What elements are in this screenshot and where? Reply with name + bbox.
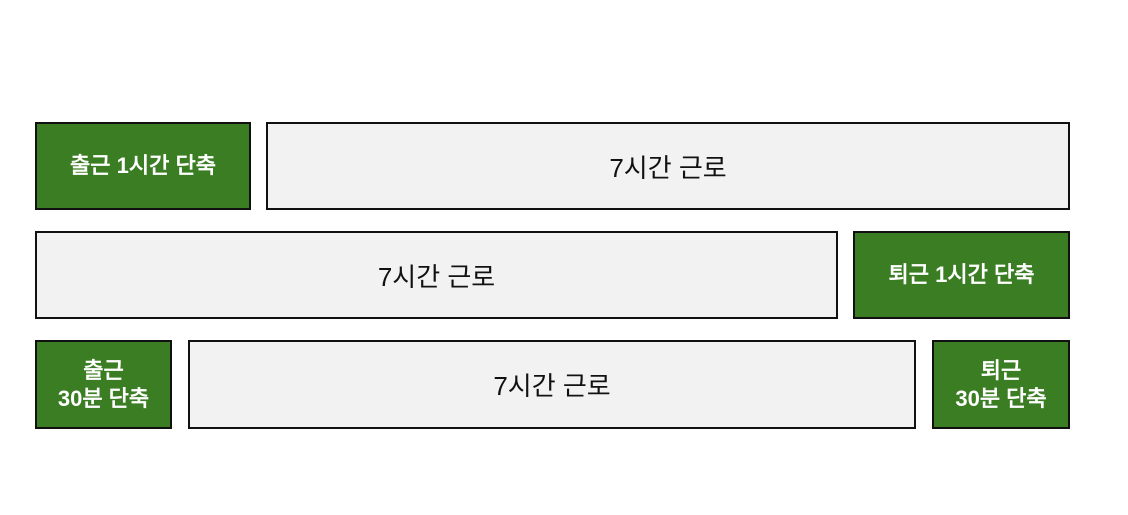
row3-commute-out-reduction: 퇴근 30분 단축: [932, 340, 1070, 429]
row1-left-label: 출근 1시간 단축: [70, 153, 216, 178]
row1-commute-in-reduction: 출근 1시간 단축: [35, 122, 251, 210]
row2-right-label: 퇴근 1시간 단축: [888, 262, 1035, 287]
row2-work-label: 7시간 근로: [377, 261, 496, 292]
row1-work-label: 7시간 근로: [609, 152, 727, 183]
row1-work-block: 7시간 근로: [266, 122, 1070, 210]
row2-work-block: 7시간 근로: [35, 231, 838, 319]
row3-work-label: 7시간 근로: [493, 371, 611, 401]
row3-work-block: 7시간 근로: [188, 340, 916, 429]
row3-commute-in-reduction: 출근 30분 단축: [35, 340, 172, 429]
row3-right-label: 퇴근 30분 단축: [955, 357, 1047, 411]
row2-commute-out-reduction: 퇴근 1시간 단축: [853, 231, 1070, 319]
row3-left-label: 출근 30분 단축: [57, 357, 150, 411]
